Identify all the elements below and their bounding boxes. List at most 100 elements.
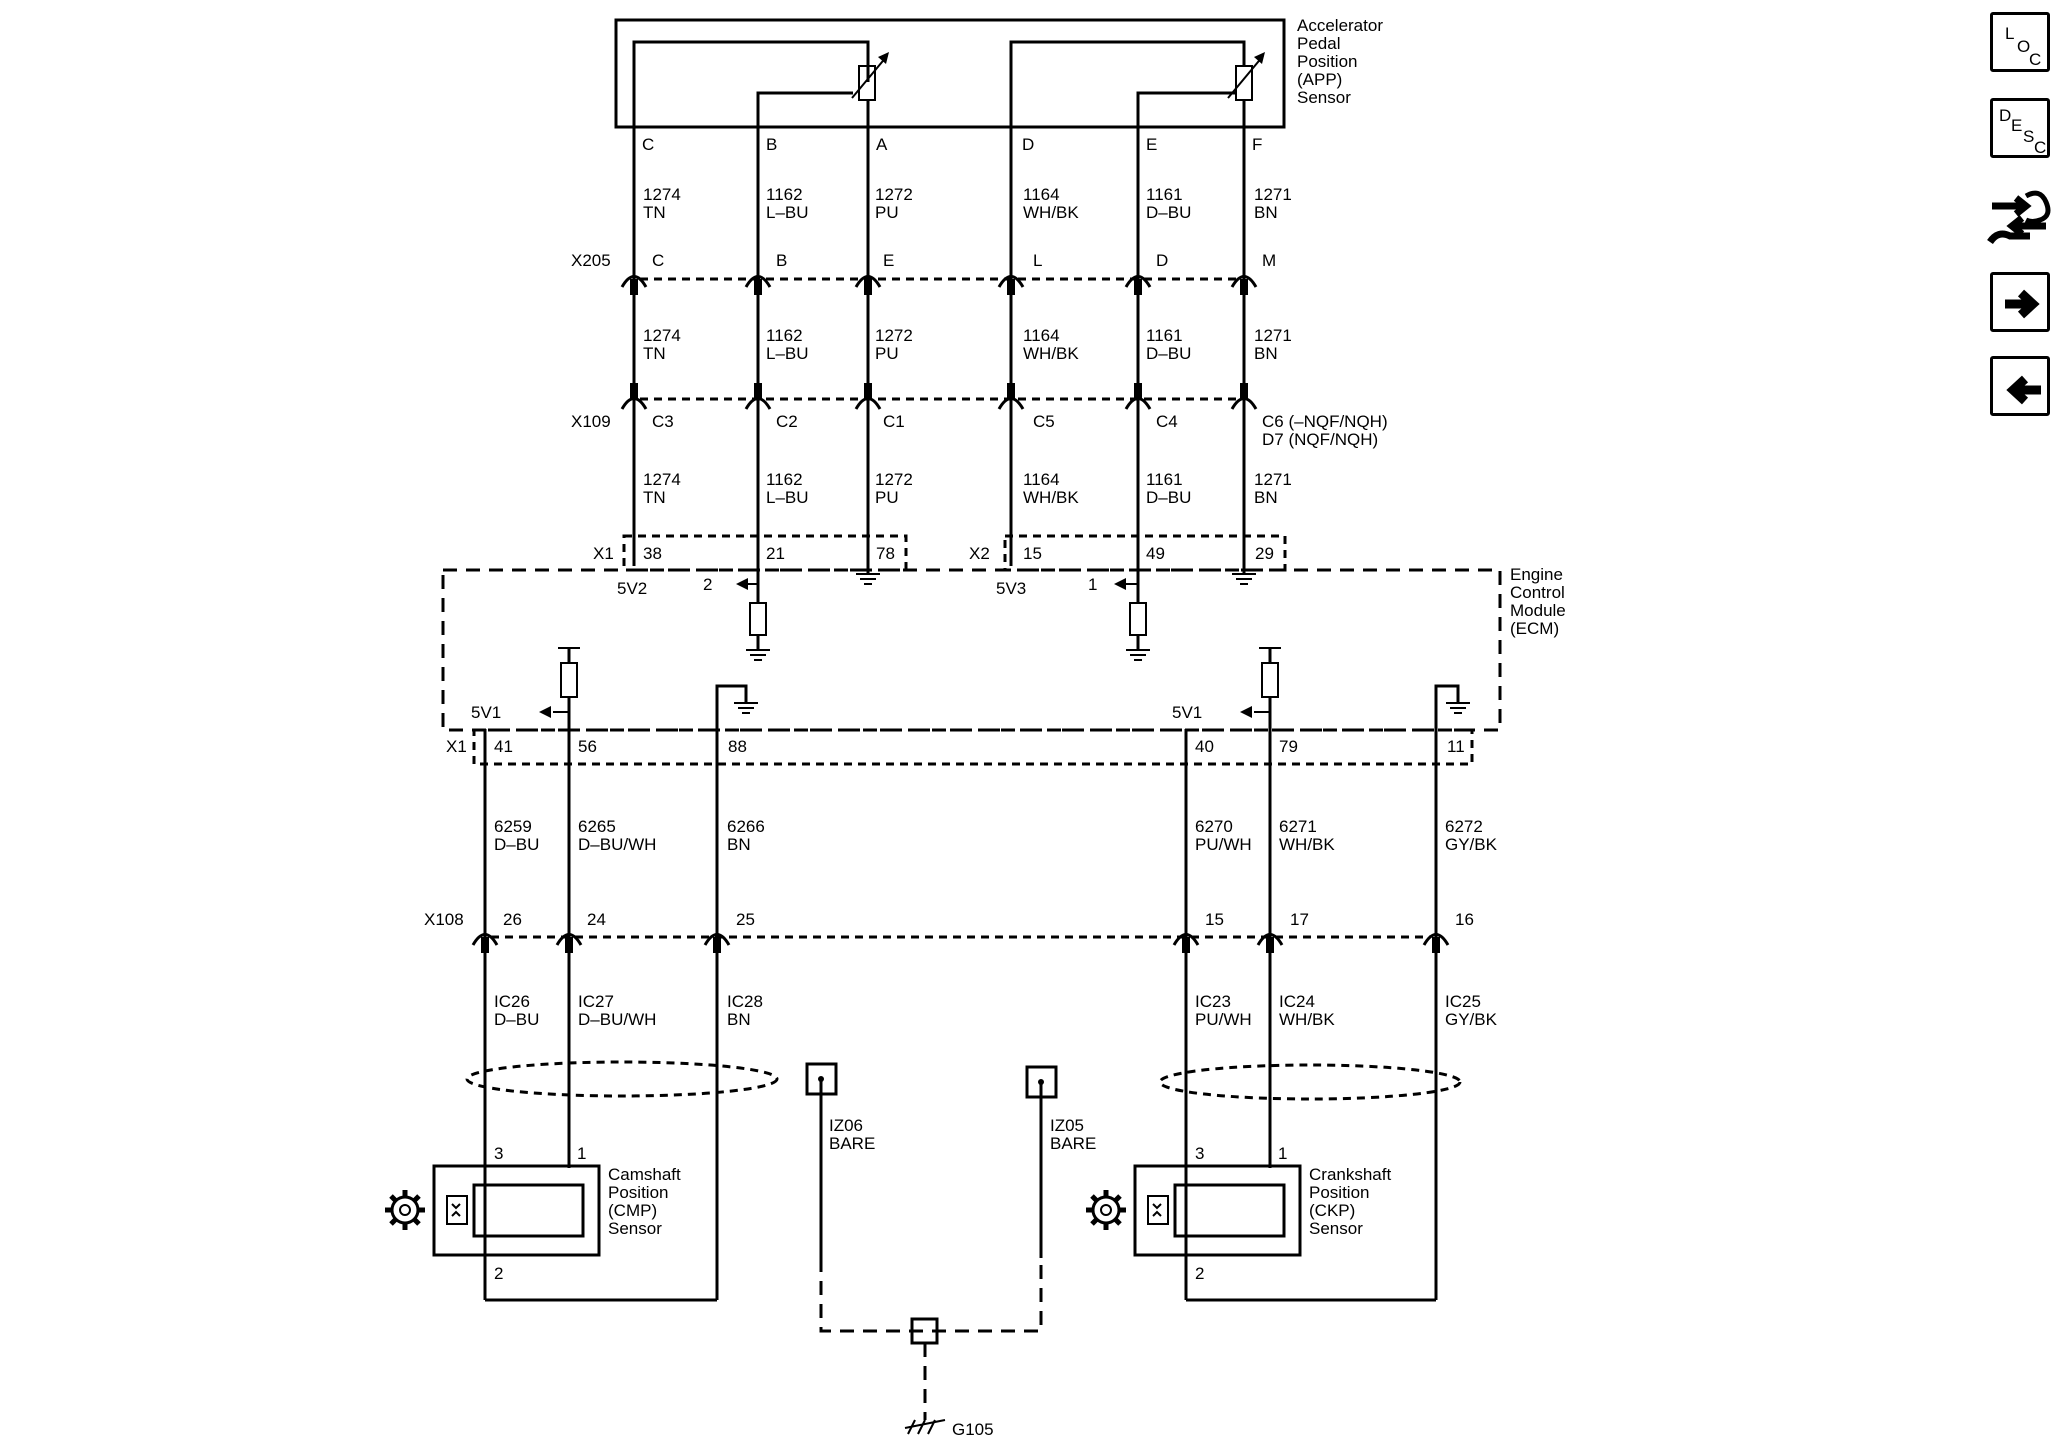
wiring-diagram: Accelerator Pedal Position (APP) Sensor … [385,16,1566,1439]
svg-text:IC23: IC23 [1195,992,1231,1011]
svg-text:X1: X1 [593,544,614,563]
svg-text:IZ05: IZ05 [1050,1116,1084,1135]
svg-text:D7 (NQF/NQH): D7 (NQF/NQH) [1262,430,1378,449]
svg-text:Module: Module [1510,601,1566,620]
svg-text:11: 11 [1447,737,1465,756]
cmp-sensor: 3 1 2 [385,1144,601,1283]
svg-text:E: E [1146,135,1157,154]
svg-text:L–BU: L–BU [766,488,809,507]
svg-text:TN: TN [643,344,666,363]
svg-text:C6 (–NQF/NQH): C6 (–NQF/NQH) [1262,412,1388,431]
svg-text:X205: X205 [571,251,611,270]
svg-text:3: 3 [494,1144,503,1163]
svg-text:1164: 1164 [1023,326,1060,345]
svg-text:56: 56 [578,737,597,756]
svg-text:Crankshaft: Crankshaft [1309,1165,1391,1184]
next-page-button[interactable] [1990,272,2050,332]
svg-text:A: A [876,135,888,154]
svg-text:D–BU: D–BU [1146,344,1191,363]
desc-letter-e: E [2011,116,2022,135]
svg-text:PU: PU [875,344,899,363]
svg-text:1274: 1274 [643,185,681,204]
svg-text:BN: BN [1254,344,1278,363]
svg-text:IZ06: IZ06 [829,1116,863,1135]
svg-text:IC28: IC28 [727,992,763,1011]
svg-text:IC27: IC27 [578,992,614,1011]
svg-text:1271: 1271 [1254,326,1292,345]
svg-text:D–BU: D–BU [494,1010,539,1029]
svg-text:PU/WH: PU/WH [1195,1010,1252,1029]
svg-text:21: 21 [766,544,785,563]
ckp-sensor: 3 1 2 [1086,1144,1302,1283]
svg-text:Engine: Engine [1510,565,1563,584]
svg-text:M: M [1262,251,1276,270]
svg-text:5V1: 5V1 [1172,703,1202,722]
bottom-wires [483,764,1438,1302]
svg-text:1: 1 [577,1144,586,1163]
svg-text:1272: 1272 [875,185,913,204]
svg-text:D–BU/WH: D–BU/WH [578,1010,656,1029]
svg-text:88: 88 [728,737,747,756]
svg-text:1162: 1162 [766,185,803,204]
svg-text:D: D [1156,251,1168,270]
svg-text:1161: 1161 [1146,326,1183,345]
svg-text:PU: PU [875,203,899,222]
svg-text:IC24: IC24 [1279,992,1315,1011]
svg-text:Camshaft: Camshaft [608,1165,681,1184]
loc-letter-l: L [2005,24,2014,43]
location-button[interactable]: L O C [1990,12,2050,72]
svg-text:6270: 6270 [1195,817,1233,836]
component-connector-button[interactable] [1986,180,2056,252]
cmp-title: Camshaft Position (CMP) Sensor [608,1165,681,1238]
svg-text:(CKP): (CKP) [1309,1201,1355,1220]
svg-text:Position: Position [1309,1183,1369,1202]
svg-text:(APP): (APP) [1297,70,1342,89]
shield-right: IZ05 BARE [1025,1063,1462,1258]
svg-text:L–BU: L–BU [766,344,809,363]
connector-x205: X205 C B E L D M [571,251,1276,295]
svg-text:PU/WH: PU/WH [1195,835,1252,854]
app-pin-labels: C B A D E F [642,135,1262,154]
shield-left: IZ06 BARE [465,1060,875,1258]
svg-text:D: D [1022,135,1034,154]
previous-page-button[interactable] [1990,356,2050,416]
svg-text:D–BU/WH: D–BU/WH [578,835,656,854]
component-connector-icon [1987,190,2051,245]
svg-text:5V2: 5V2 [617,579,647,598]
svg-text:40: 40 [1195,737,1214,756]
ecm-title: Engine Control Module (ECM) [1510,565,1566,638]
svg-text:1161: 1161 [1146,470,1183,489]
svg-text:1272: 1272 [875,326,913,345]
svg-text:1274: 1274 [643,470,681,489]
svg-text:B: B [776,251,787,270]
svg-text:BN: BN [727,835,751,854]
ecm-bottom-internals: 5V1 5V1 [471,647,1470,764]
svg-text:41: 41 [494,737,513,756]
svg-text:38: 38 [643,544,662,563]
description-button[interactable]: D E S C [1990,98,2050,158]
svg-text:X2: X2 [969,544,990,563]
svg-text:GY/BK: GY/BK [1445,1010,1498,1029]
app-sensor [614,18,1286,129]
svg-text:Pedal: Pedal [1297,34,1340,53]
svg-text:X108: X108 [424,910,464,929]
svg-text:Position: Position [608,1183,668,1202]
svg-text:C4: C4 [1156,412,1178,431]
svg-text:1: 1 [1278,1144,1287,1163]
svg-text:5V1: 5V1 [471,703,501,722]
svg-text:15: 15 [1205,910,1224,929]
svg-text:WH/BK: WH/BK [1023,344,1079,363]
svg-text:6271: 6271 [1279,817,1317,836]
svg-text:1164: 1164 [1023,185,1060,204]
svg-text:BARE: BARE [1050,1134,1096,1153]
svg-text:X1: X1 [446,737,467,756]
svg-text:C: C [642,135,654,154]
app-sensor-title: Accelerator Pedal Position (APP) Sensor [1297,16,1383,107]
connector-x109: X109 C3 C2 C1 C5 C4 C6 (–NQF/NQH) D7 (NQ… [571,383,1388,449]
svg-text:78: 78 [876,544,895,563]
loc-letter-o: O [2017,37,2030,56]
svg-text:1164: 1164 [1023,470,1060,489]
